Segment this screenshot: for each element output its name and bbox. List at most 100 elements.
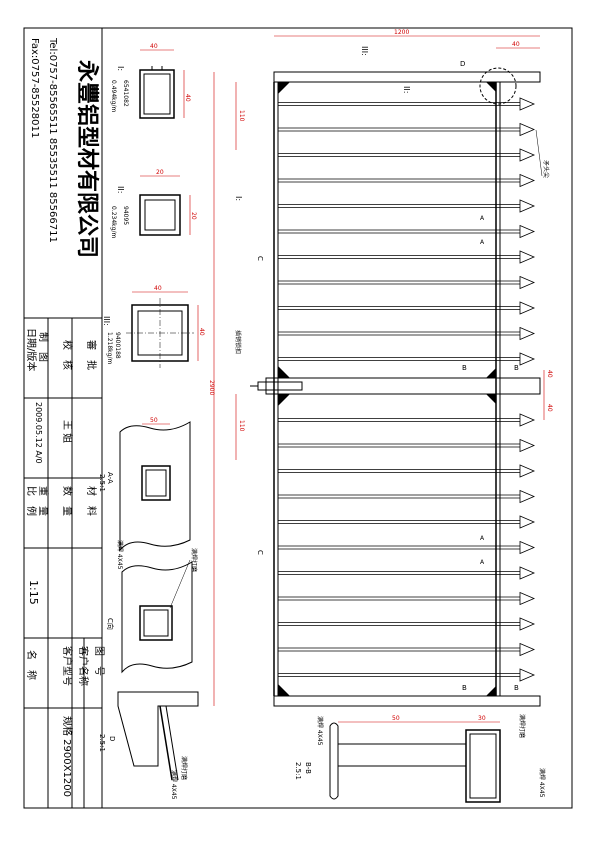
section-aa-scale: 2.5:1 bbox=[98, 474, 106, 492]
profile-ii-dim2: 20 bbox=[190, 212, 197, 220]
label-c-top: C bbox=[256, 256, 264, 261]
profile-iii-weight: 1.218kg/m bbox=[106, 332, 113, 364]
label-draw: 制 图 bbox=[37, 332, 50, 362]
spear-tip-icon bbox=[519, 275, 536, 290]
bottom-post bbox=[273, 695, 541, 707]
label-a-top2: A bbox=[480, 239, 485, 246]
section-bb-label: B-B bbox=[304, 762, 312, 774]
label-b-1: B bbox=[462, 364, 467, 372]
label-customer: 客户名称 bbox=[77, 646, 90, 686]
spear-tip-icon bbox=[519, 250, 536, 264]
spear-tip-icon bbox=[519, 301, 536, 315]
profile-iii-dim2: 40 bbox=[198, 328, 205, 336]
spear-tip-icon bbox=[519, 122, 536, 137]
label-customer-model: 客户型号 bbox=[61, 646, 74, 686]
label-qty: 数 量 bbox=[61, 486, 74, 516]
profile-ii-weight: 0.234kg/m bbox=[110, 206, 117, 238]
label-d: D bbox=[460, 60, 465, 68]
value-draw: 王 姐 bbox=[61, 420, 74, 443]
sheet-border bbox=[23, 27, 573, 809]
dim-left-2: 110 bbox=[238, 420, 245, 432]
spear-tip-icon bbox=[519, 566, 536, 580]
spear-tip-icon bbox=[519, 199, 536, 213]
label-a-bottom2: A bbox=[480, 559, 485, 566]
title-block: 永豐铝型材有限公司 Tel:0757-85565511 85535511 855… bbox=[24, 28, 105, 808]
section-c-label: C向 bbox=[106, 618, 115, 630]
label-material: 材 料 bbox=[85, 486, 98, 516]
spear-tip-icon bbox=[519, 642, 536, 657]
value-scale: 1:15 bbox=[27, 580, 40, 605]
spear-tip-icon bbox=[519, 326, 536, 341]
section-d-note: 满焊打磨 bbox=[180, 756, 188, 780]
spear-tip-icon bbox=[519, 173, 536, 188]
spear-note: 矛头尖 bbox=[542, 160, 550, 178]
section-d-weld: 满焊 4X45 bbox=[170, 770, 178, 800]
section-c-note: 满焊打磨 bbox=[190, 548, 198, 572]
section-bb-dim: 30 bbox=[478, 715, 486, 722]
profile-iii-spec: 9400188 bbox=[114, 332, 121, 359]
profile-ii-code: II: bbox=[116, 186, 125, 193]
section-aa: 50 A-A 2.5:1 bbox=[98, 417, 191, 552]
profile-iii-dim: 40 bbox=[154, 285, 162, 292]
profile-ii-dim: 20 bbox=[156, 169, 164, 176]
spear-tip-icon bbox=[519, 515, 536, 529]
label-weight: 重 量 bbox=[37, 486, 50, 516]
dim-right-2: 40 bbox=[546, 404, 553, 412]
spear-tip-icon bbox=[519, 464, 536, 478]
dim-total-height: 2900 bbox=[208, 380, 215, 395]
label-i: I: bbox=[234, 196, 243, 201]
label-date: 日期/版本 bbox=[25, 328, 38, 371]
detail-circle-d bbox=[479, 67, 517, 105]
spear-tip-icon bbox=[519, 224, 536, 239]
company-tel: Tel:0757-85565511 85535511 85566711 bbox=[47, 37, 58, 243]
middle-post bbox=[265, 377, 541, 395]
section-bb: 50 30 B-B 2.5:1 满焊 4X45 满焊 4X45 满焊打磨 bbox=[294, 714, 546, 803]
profile-i-spec: 6541082 bbox=[122, 80, 129, 107]
section-bb-weld: 满焊 4X45 bbox=[316, 716, 324, 746]
dim-top-right: 40 bbox=[512, 41, 520, 48]
section-d-label: D bbox=[108, 736, 116, 741]
section-aa-label: A-A bbox=[106, 472, 114, 484]
profile-ii-spec: 94095 bbox=[122, 206, 129, 225]
spear-tip-icon bbox=[519, 438, 536, 453]
section-bb-weld2: 满焊 4X45 bbox=[538, 768, 546, 798]
spear-tip-icon bbox=[519, 97, 536, 111]
label-scale-visible: 比 例 bbox=[25, 486, 38, 516]
label-ii: II: bbox=[402, 86, 411, 93]
section-c: 满焊打磨 满焊 4X45 C向 bbox=[106, 540, 198, 674]
dim-total-width: 1200 bbox=[394, 29, 409, 36]
spear-tip-icon bbox=[519, 540, 536, 555]
profile-i: 40 40 I: 6541082 0.494kg/m bbox=[110, 43, 191, 119]
section-c-weld: 满焊 4X45 bbox=[116, 540, 124, 570]
lock-note: 插销锁扣 bbox=[234, 330, 242, 354]
dim-left-1: 110 bbox=[238, 110, 245, 122]
spear-tip-icon bbox=[519, 591, 536, 606]
section-aa-dim: 50 bbox=[150, 417, 158, 424]
label-iii: III: bbox=[360, 46, 369, 56]
dimensions: 2900 1200 40 110 110 40 40 bbox=[208, 29, 553, 706]
label-approve: 審 批 bbox=[85, 340, 98, 370]
top-post bbox=[273, 71, 541, 83]
spear-tip-icon bbox=[519, 413, 536, 427]
dim-right-1: 40 bbox=[546, 370, 553, 378]
label-check: 校 核 bbox=[61, 340, 74, 370]
spear-tip-icon bbox=[519, 668, 536, 682]
label-name: 名 称 bbox=[25, 650, 38, 680]
label-a-bottom: A bbox=[480, 535, 485, 542]
profile-ii: 20 20 II: 94095 0.234kg/m bbox=[110, 169, 197, 238]
label-b-3: B bbox=[462, 684, 467, 692]
profile-i-dim2: 40 bbox=[184, 94, 191, 102]
section-bb-dim2: 50 bbox=[392, 715, 400, 722]
profile-i-dim: 40 bbox=[150, 43, 158, 50]
section-d: D 2.5:1 满焊打磨 满焊 4X45 bbox=[98, 691, 199, 800]
company-fax: Fax:0757-85528011 bbox=[29, 38, 40, 138]
section-bb-scale: 2.5:1 bbox=[294, 762, 302, 780]
company-name: 永豐铝型材有限公司 bbox=[74, 60, 100, 258]
fence-elevation: D 插销锁扣 矛头尖 I: II: III: C C A A A A B B B… bbox=[234, 46, 550, 707]
profile-i-weight: 0.494kg/m bbox=[110, 80, 117, 112]
size-label: 规格 2900X1200 bbox=[61, 716, 74, 797]
profile-i-code: I: bbox=[116, 66, 125, 71]
section-bb-note: 满焊打磨 bbox=[518, 714, 526, 738]
